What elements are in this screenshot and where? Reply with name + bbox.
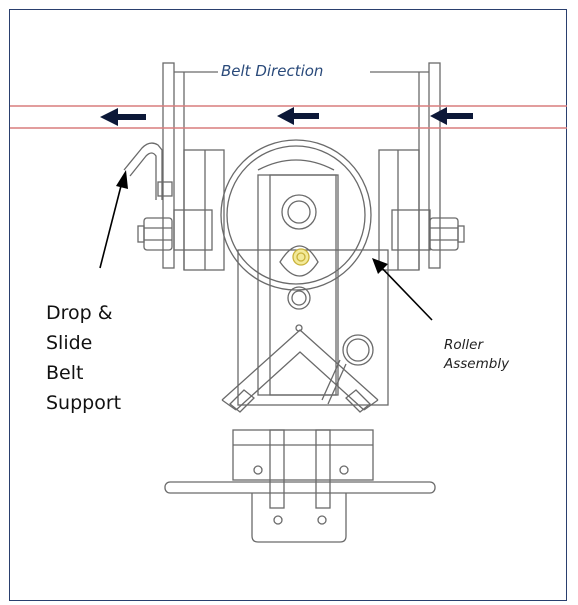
left-bolt-icon (143, 217, 173, 251)
roller-pointer-arrow (372, 258, 433, 321)
drop-slide-hook (123, 142, 163, 200)
lower-mount (164, 429, 436, 543)
roller-wheel (220, 139, 372, 291)
drop-slide-line: Drop & (46, 302, 113, 324)
right-bolt-icon (429, 217, 459, 251)
belt-direction-arrow-icon (430, 107, 473, 125)
drop-slide-label: Drop & Slide Belt Support (46, 298, 121, 418)
v-frame (221, 324, 379, 413)
roller-mount-plate (237, 174, 389, 406)
belt-lines (10, 105, 567, 129)
belt-direction-arrow-icon (277, 107, 319, 125)
drop-slide-pointer-arrow (99, 170, 128, 269)
roller-label-line: Roller (444, 337, 483, 353)
left-cross-bar (173, 209, 213, 251)
drop-slide-line: Slide (46, 332, 93, 354)
drop-slide-line: Support (46, 392, 122, 414)
belt-direction-arrow-icon (100, 108, 146, 126)
drop-slide-line: Belt (46, 362, 84, 384)
axle-bolt-icon (281, 194, 317, 230)
lock-pin-icon (321, 334, 374, 405)
belt-direction-label: Belt Direction (218, 62, 327, 80)
diagram-frame (9, 9, 567, 601)
roller-assembly-label: Roller Assembly (444, 336, 509, 374)
axle-highlight (279, 245, 319, 277)
roller-label-line: Assembly (444, 356, 510, 372)
belt-arrows (100, 107, 473, 126)
hook-nut-icon (157, 181, 173, 197)
lower-bolt-icon (287, 286, 311, 310)
